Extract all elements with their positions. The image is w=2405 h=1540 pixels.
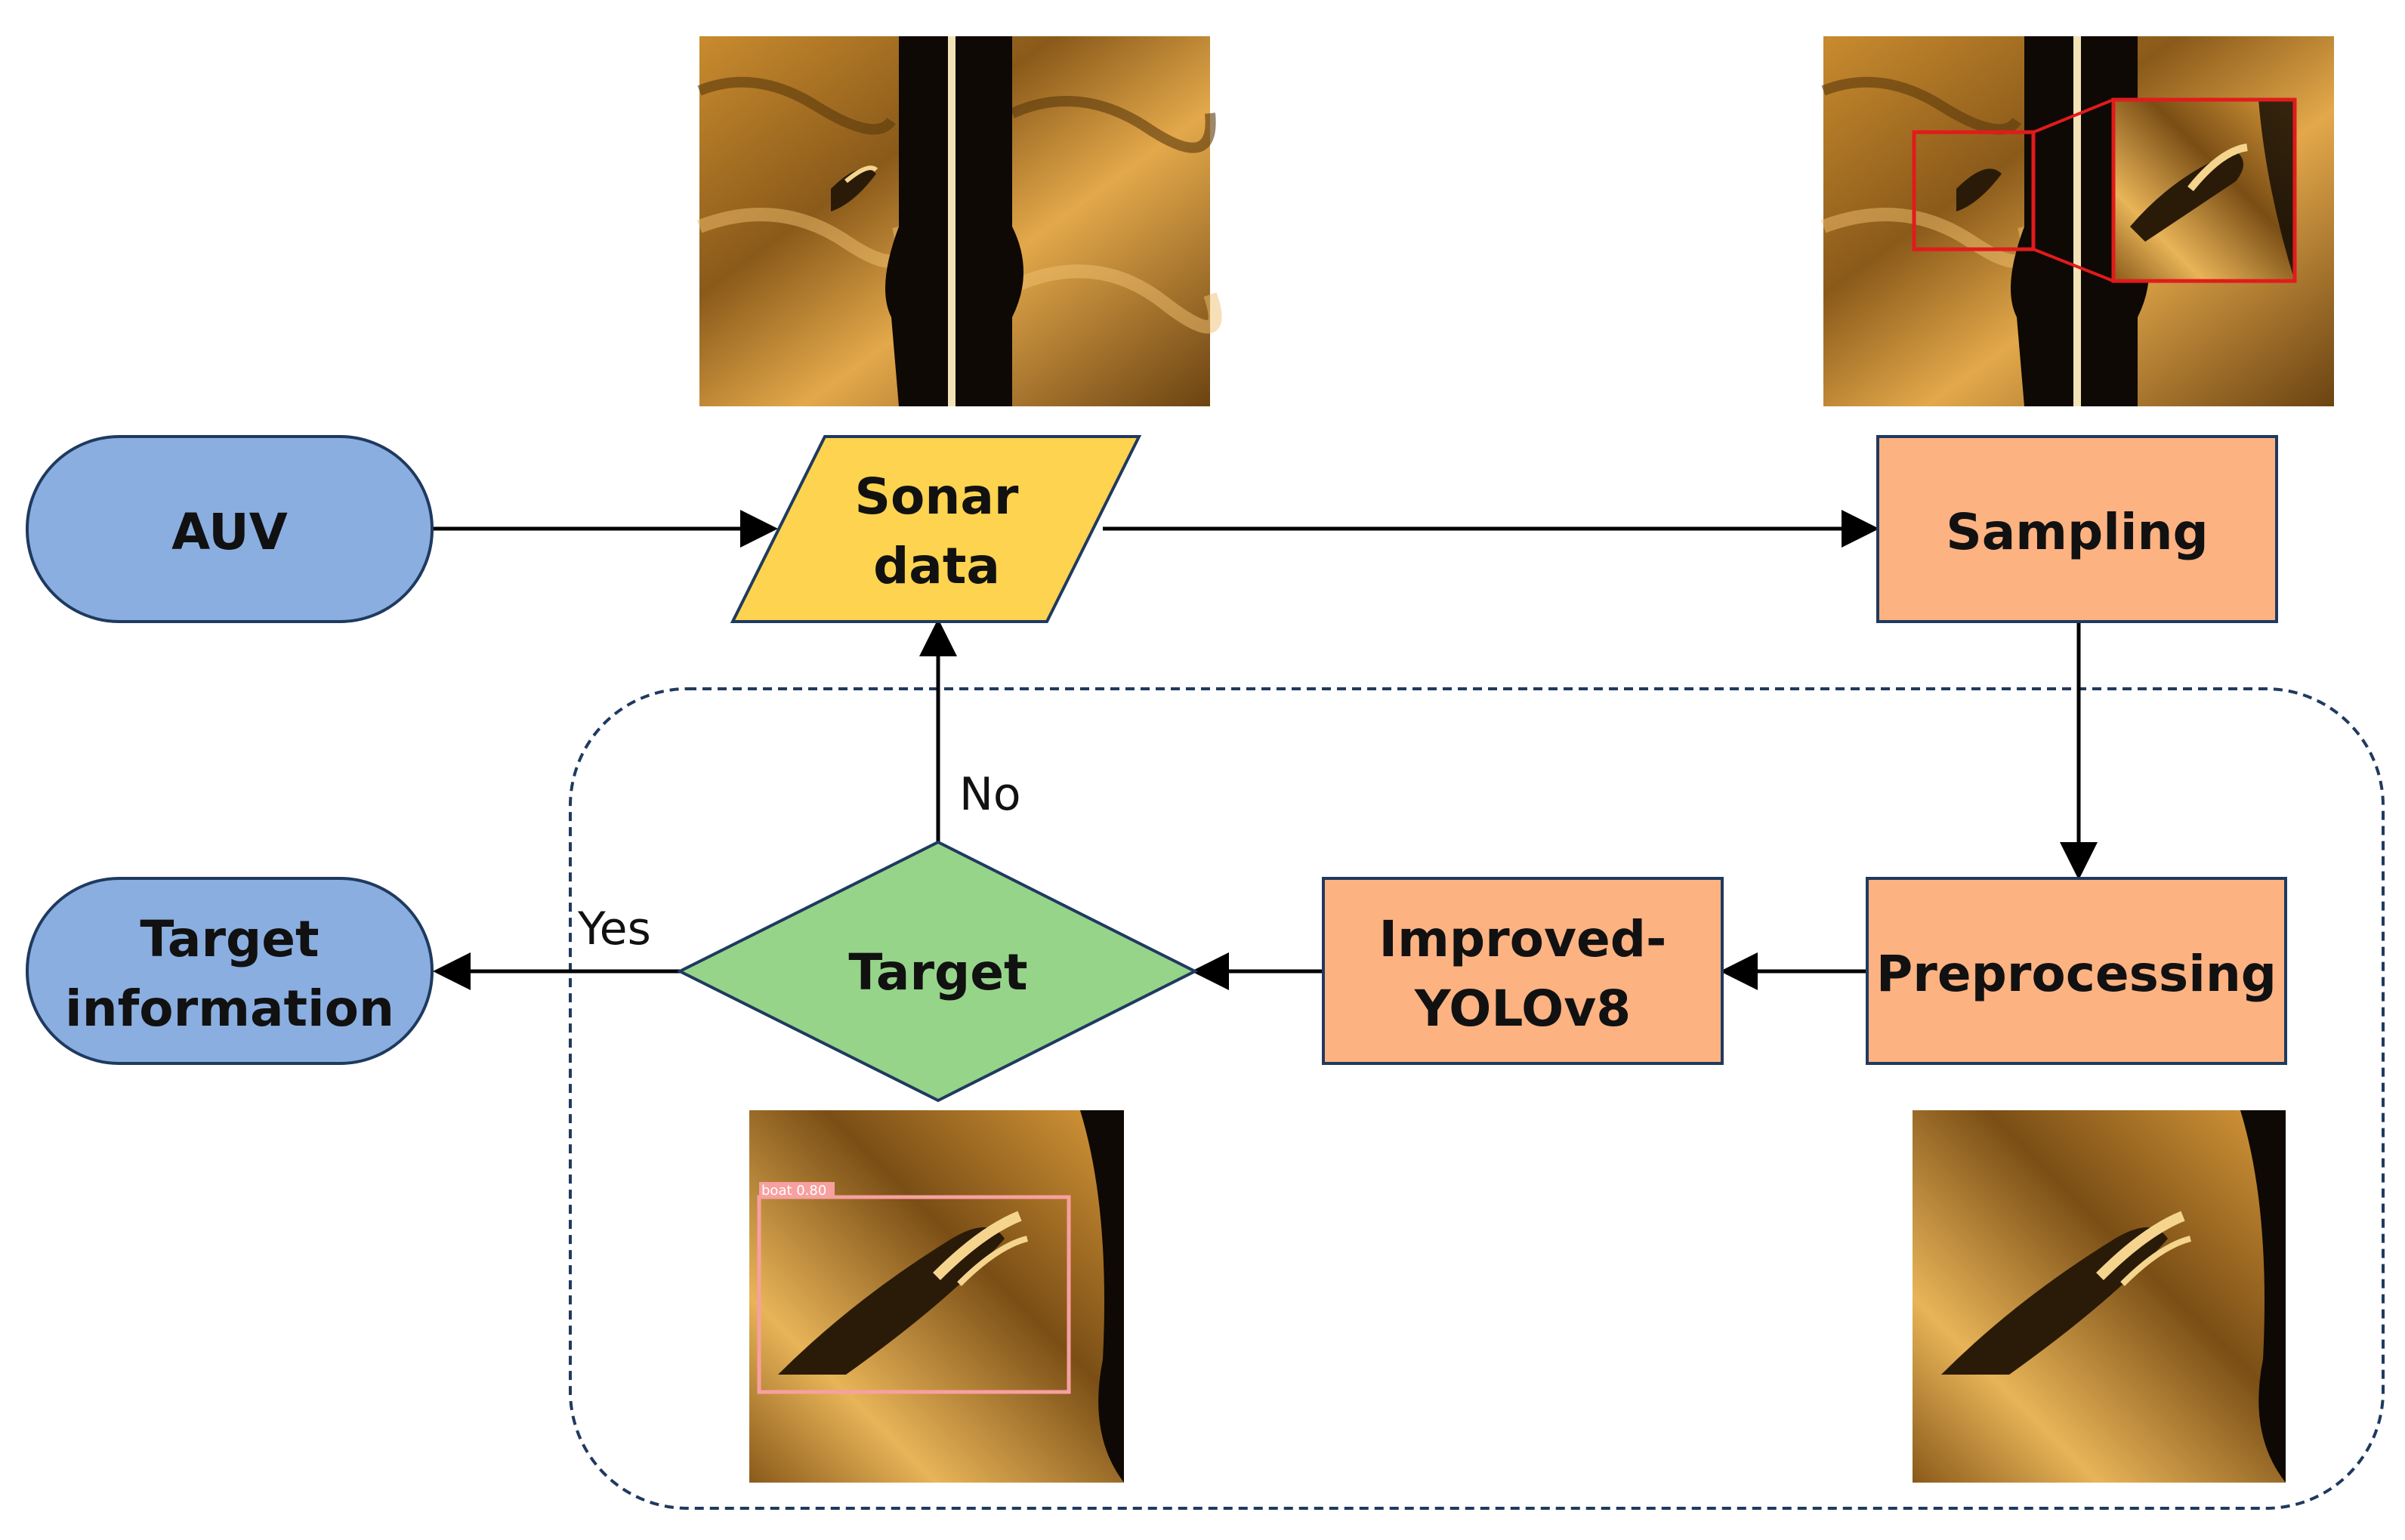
node-yolo-label-line2: YOLOv8 [1414, 980, 1631, 1038]
node-preprocessing: Preprocessing [1866, 877, 2287, 1065]
edge-label-yes: Yes [577, 903, 651, 955]
node-preprocessing-label: Preprocessing [1876, 945, 2277, 1003]
node-sampling: Sampling [1876, 435, 2278, 623]
sonar-image-sampled [1820, 36, 2334, 406]
preprocessed-image [1913, 1110, 2286, 1483]
processing-region [569, 687, 2385, 1510]
node-improved-yolov8: Improved- YOLOv8 [1322, 877, 1724, 1065]
zoom-source-box [1912, 130, 2036, 252]
node-sampling-label: Sampling [1946, 503, 2209, 561]
detection-label: boat 0.80 [761, 1183, 826, 1199]
node-sonar-data: Sonar data [730, 435, 1142, 623]
node-target-information-label-line1: Target [140, 910, 319, 968]
detection-box [757, 1195, 1071, 1394]
node-target-decision: Target [676, 840, 1199, 1103]
detection-result-image: boat 0.80 [749, 1110, 1124, 1483]
zoom-inset-box [2111, 97, 2297, 283]
sonar-image-raw [696, 36, 1222, 406]
node-auv: AUV [26, 435, 434, 623]
node-yolo-label-line1: Improved- [1379, 910, 1667, 968]
node-target-label: Target [848, 943, 1027, 1001]
node-target-information-label-line2: information [65, 980, 394, 1038]
node-auv-label: AUV [171, 503, 288, 561]
node-sonar-data-label-line2: data [873, 537, 1000, 595]
edge-label-no: No [959, 768, 1021, 821]
node-target-information: Target information [26, 877, 434, 1065]
node-sonar-data-label-line1: Sonar [855, 468, 1019, 526]
